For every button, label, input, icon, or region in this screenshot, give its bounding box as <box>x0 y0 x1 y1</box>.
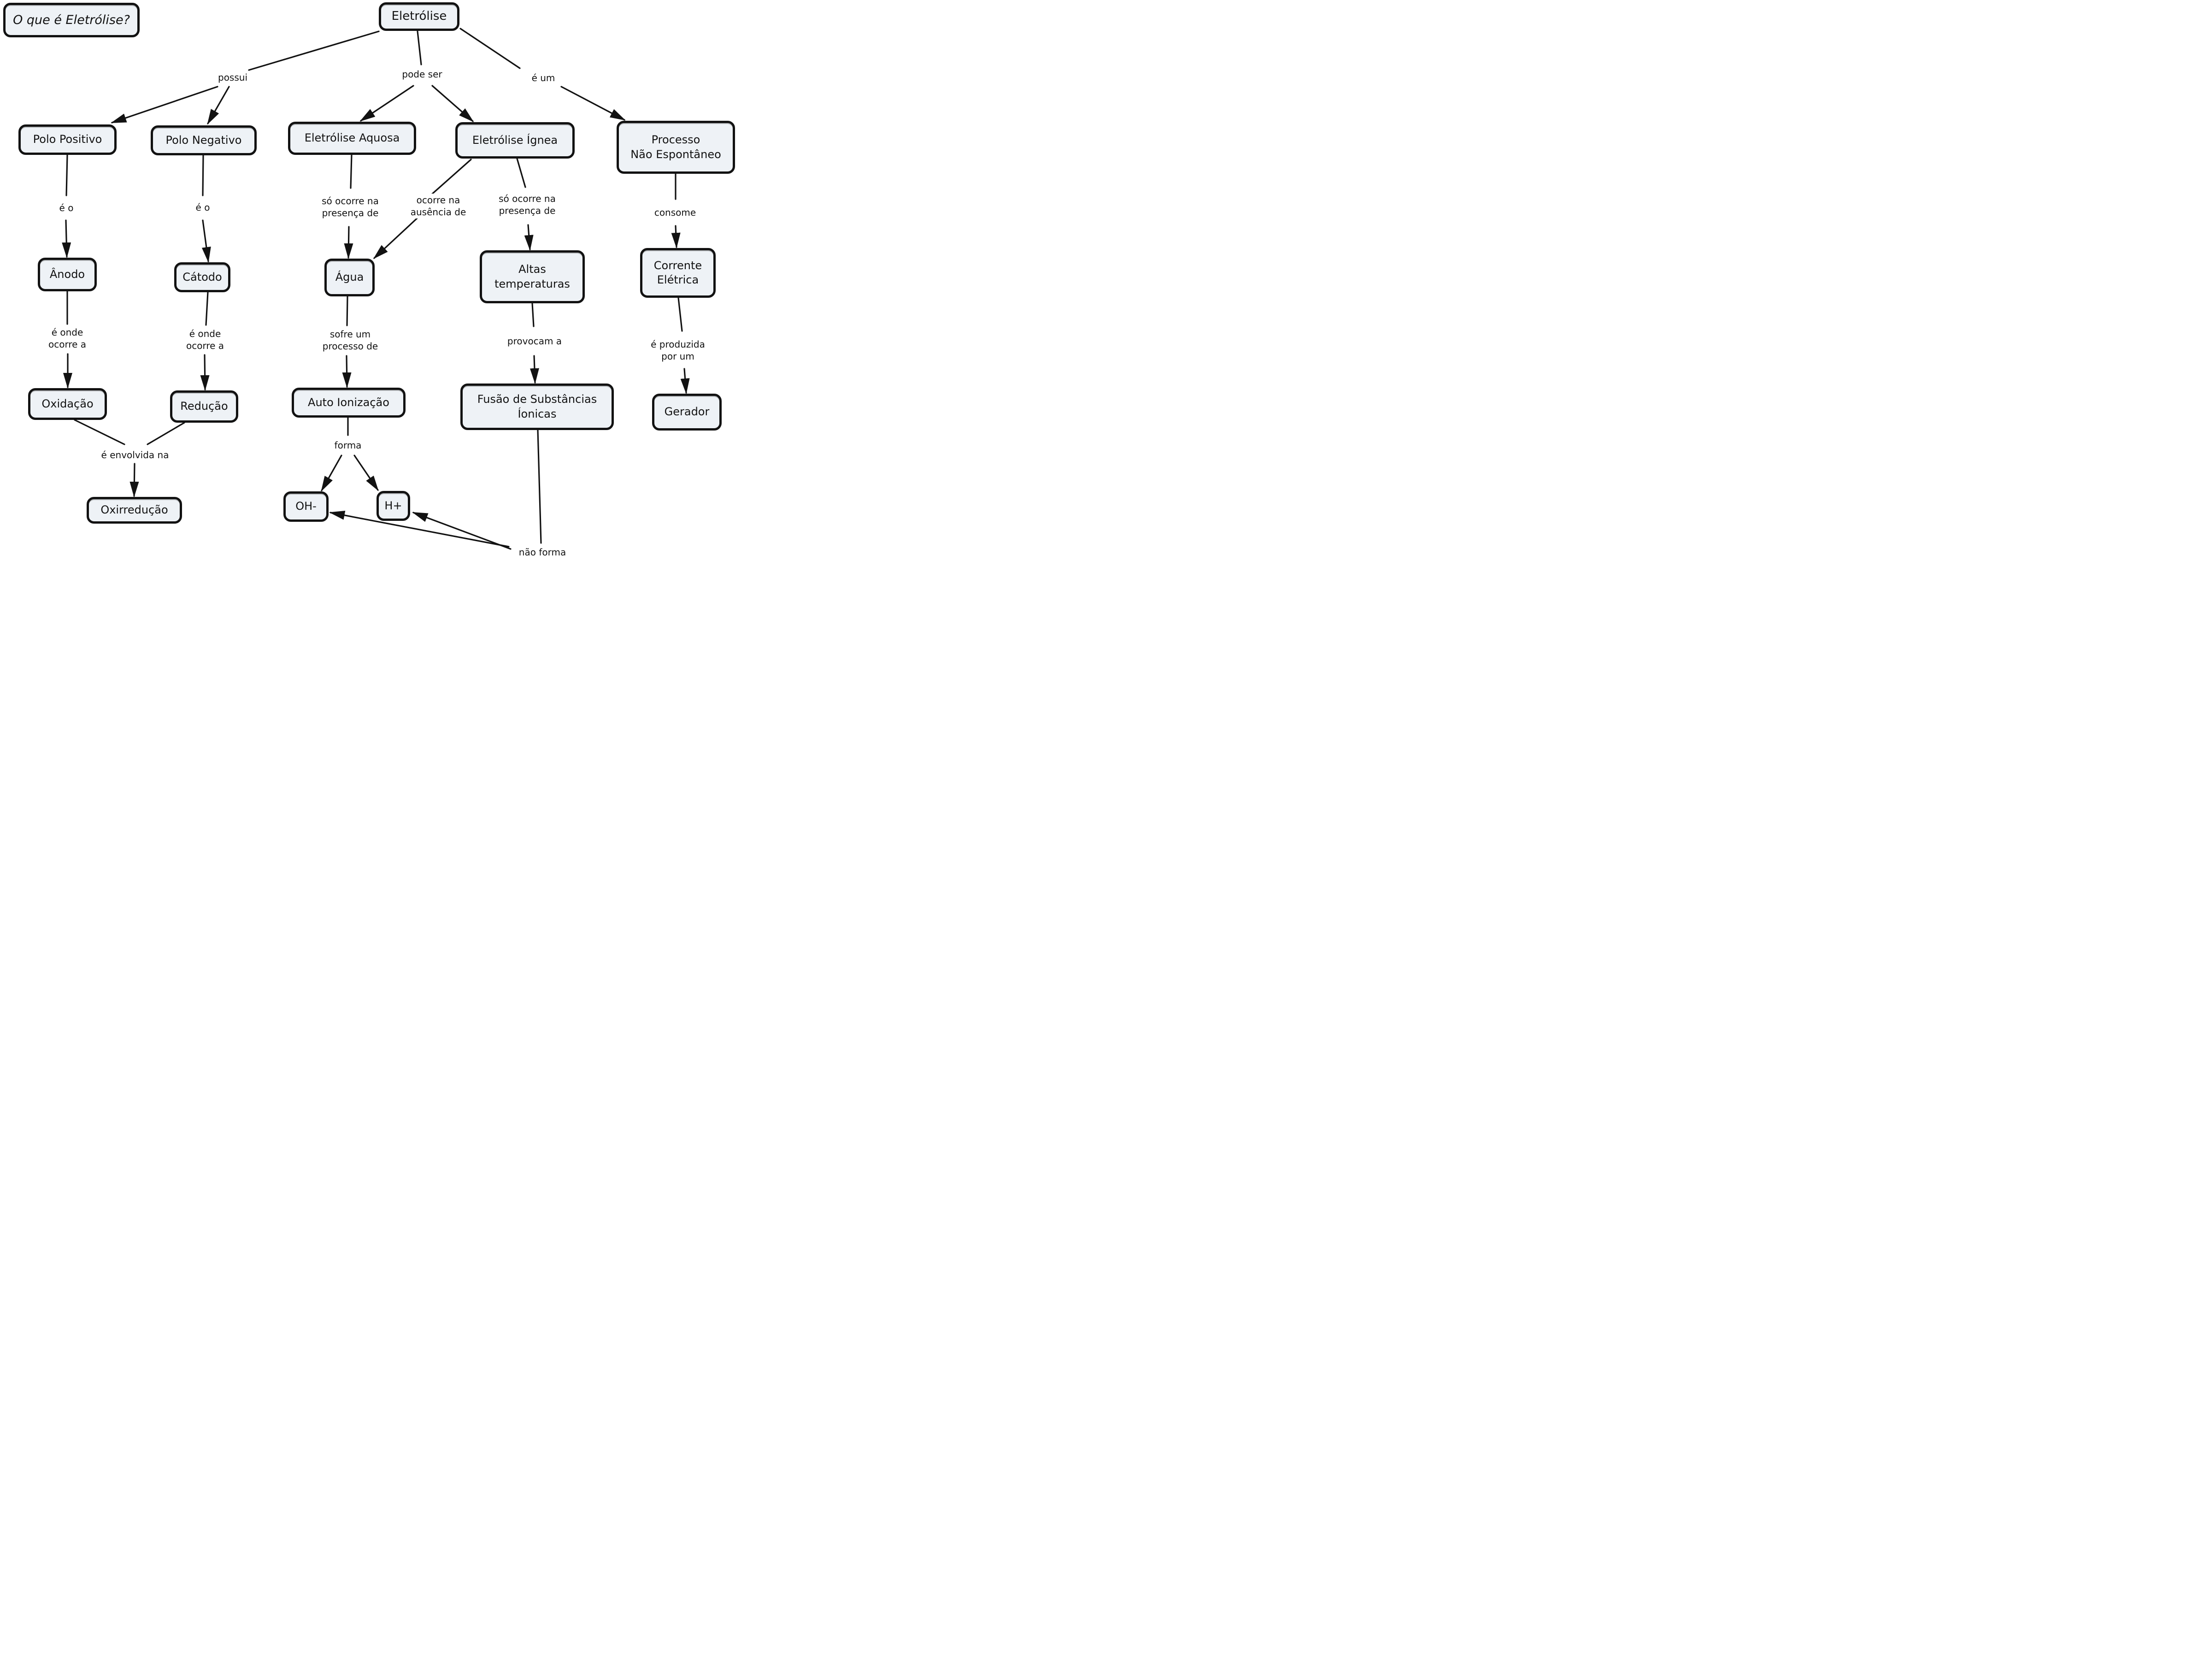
node-reducao: Redução <box>170 390 238 423</box>
node-catodo-label: Cátodo <box>182 270 222 283</box>
edge-label-consome: consome <box>652 206 699 219</box>
edge-label-ocorre-ausencia: ocorre na ausência de <box>408 194 469 218</box>
node-agua: Água <box>324 259 375 296</box>
node-processo-nao-espontaneo-label: Processo Não Espontâneo <box>630 133 721 161</box>
edge-label-possui: possui <box>215 71 250 84</box>
edge-label-e-o-left: é o <box>57 201 76 214</box>
node-oxirreducao: Oxirredução <box>87 497 182 524</box>
node-h-plus: H+ <box>377 491 410 521</box>
node-anodo: Ânodo <box>38 258 97 291</box>
node-catodo: Cátodo <box>174 262 230 292</box>
node-processo-nao-espontaneo: Processo Não Espontâneo <box>617 121 735 174</box>
node-oh-minus-label: OH- <box>295 500 317 513</box>
edge-label-pode-ser: pode ser <box>400 68 445 81</box>
connector-lines <box>62 28 690 550</box>
node-polo-negativo: Polo Negativo <box>151 125 257 155</box>
node-auto-ionizacao-label: Auto Ionização <box>308 395 389 409</box>
edge-label-e-produzida-por-um: é produzida por um <box>648 338 707 363</box>
node-eletrolise-aquosa-label: Eletrólise Aquosa <box>304 131 400 145</box>
node-eletrolise-label: Eletrólise <box>391 9 447 24</box>
node-altas-temperaturas-label: Altas temperaturas <box>494 263 570 290</box>
node-oxidacao-label: Oxidação <box>41 397 94 410</box>
node-auto-ionizacao: Auto Ionização <box>292 388 406 418</box>
edge-label-e-o-right: é o <box>193 201 212 214</box>
edge-label-e-onde-ocorre-right: é onde ocorre a <box>183 327 227 352</box>
edge-label-provocam-a: provocam a <box>505 335 565 348</box>
node-agua-label: Água <box>335 271 364 284</box>
node-eletrolise-ignea-label: Eletrólise Ígnea <box>472 133 558 147</box>
node-polo-negativo-label: Polo Negativo <box>165 133 242 147</box>
edge-label-e-onde-ocorre-left: é onde ocorre a <box>46 326 89 351</box>
node-corrente-eletrica: Corrente Elétrica <box>640 248 716 298</box>
node-polo-positivo-label: Polo Positivo <box>33 133 102 146</box>
node-corrente-eletrica-label: Corrente Elétrica <box>653 259 702 286</box>
node-oxidacao: Oxidação <box>28 388 107 420</box>
node-oh-minus: OH- <box>283 491 329 522</box>
edge-label-e-um: é um <box>529 71 558 84</box>
node-question-label: O que é Eletrólise? <box>13 12 130 27</box>
node-eletrolise-aquosa: Eletrólise Aquosa <box>288 122 416 155</box>
edge-label-e-envolvida-na: é envolvida na <box>99 449 171 461</box>
edge-label-nao-forma: não forma <box>516 546 569 559</box>
node-polo-positivo: Polo Positivo <box>18 124 117 155</box>
node-gerador: Gerador <box>652 394 722 431</box>
node-eletrolise-ignea: Eletrólise Ígnea <box>455 122 575 159</box>
node-altas-temperaturas: Altas temperaturas <box>480 250 585 303</box>
node-anodo-label: Ânodo <box>49 267 85 281</box>
edge-label-forma: forma <box>332 439 364 452</box>
node-h-plus-label: H+ <box>384 499 402 512</box>
node-question: O que é Eletrólise? <box>3 3 140 37</box>
node-oxirreducao-label: Oxirredução <box>100 503 168 517</box>
edge-label-so-ocorre-presenca-right: só ocorre na presença de <box>496 192 558 217</box>
concept-map: O que é Eletrólise? Eletrólise Polo Posi… <box>0 0 737 559</box>
node-fusao-substancias-ionicas: Fusão de Substâncias Íonicas <box>460 384 614 430</box>
node-reducao-label: Redução <box>180 400 228 413</box>
edge-label-so-ocorre-presenca-left: só ocorre na presença de <box>319 195 381 219</box>
node-fusao-substancias-ionicas-label: Fusão de Substâncias Íonicas <box>477 393 597 420</box>
node-gerador-label: Gerador <box>664 405 710 419</box>
edge-label-sofre-um-processo: sofre um processo de <box>320 328 381 353</box>
node-eletrolise: Eletrólise <box>379 2 459 31</box>
